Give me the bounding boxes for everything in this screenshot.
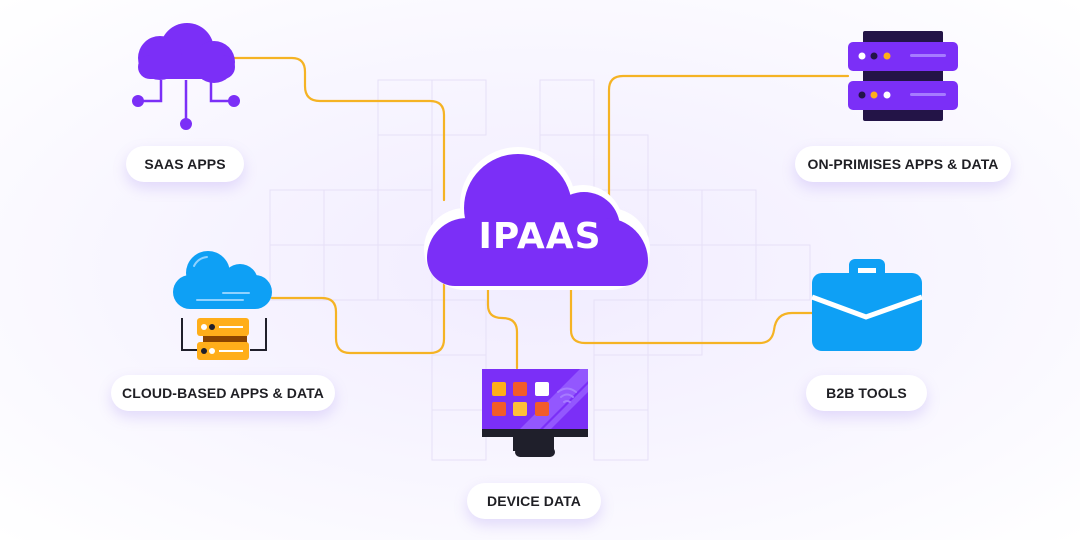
cloud-based-label: CLOUD-BASED APPS & DATA	[111, 375, 335, 411]
connector-b2b	[569, 283, 814, 345]
ipaas-label: IPAAS	[478, 216, 602, 257]
connector-saas	[232, 56, 446, 202]
connector-on-premises	[607, 74, 850, 202]
connector-device	[486, 283, 519, 370]
on-premises-label: ON-PRIMISES APPS & DATA	[795, 146, 1011, 182]
b2b-tools-label: B2B TOOLS	[806, 375, 927, 411]
saas-apps-label: SAAS APPS	[126, 146, 244, 182]
device-data-label: DEVICE DATA	[467, 483, 601, 519]
connector-cloud-based	[270, 278, 446, 355]
